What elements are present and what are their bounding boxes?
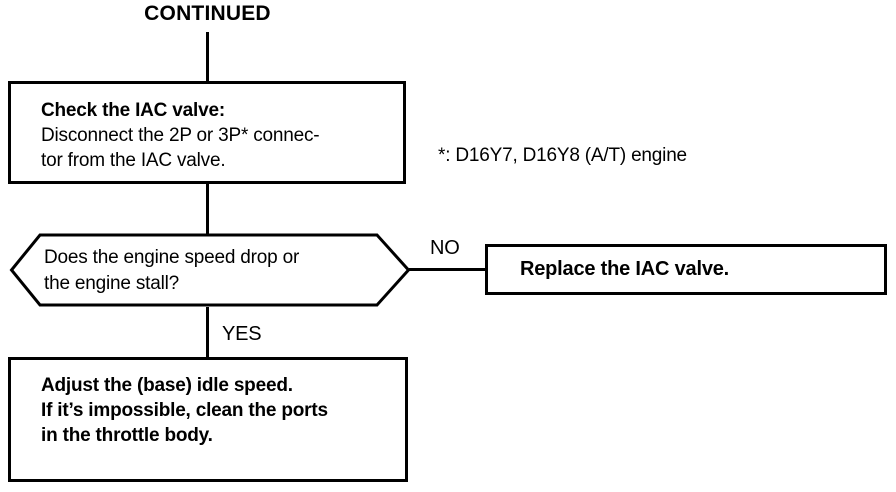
adjust-box: Adjust the (base) idle speed. If it’s im… xyxy=(8,357,408,482)
step1-box: Check the IAC valve: Disconnect the 2P o… xyxy=(8,81,406,184)
decision-question-line1: Does the engine speed drop or xyxy=(44,247,300,268)
continued-label: CONTINUED xyxy=(144,2,271,25)
adjust-box-line3: in the throttle body. xyxy=(41,425,213,446)
yes-branch-label: YES xyxy=(222,323,262,345)
connector-continued-to-step1 xyxy=(206,32,209,82)
decision-question-line2: the engine stall? xyxy=(44,273,179,294)
adjust-box-line2: If it’s impossible, clean the ports xyxy=(41,400,328,421)
step1-body-line1: Disconnect the 2P or 3P* connec- xyxy=(41,125,320,146)
footnote-engine-note: *: D16Y7, D16Y8 (A/T) engine xyxy=(438,145,687,166)
replace-box: Replace the IAC valve. xyxy=(485,244,887,295)
connector-decision-to-replace xyxy=(409,268,486,271)
step1-title: Check the IAC valve: xyxy=(41,100,225,121)
replace-box-label: Replace the IAC valve. xyxy=(520,258,730,280)
connector-step1-to-decision xyxy=(206,183,209,235)
decision-question: Does the engine speed drop or the engine… xyxy=(44,245,299,297)
adjust-box-line1: Adjust the (base) idle speed. xyxy=(41,375,293,396)
decision-hexagon-shape xyxy=(9,233,411,307)
connector-decision-to-adjust xyxy=(206,307,209,358)
step1-body-line2: tor from the IAC valve. xyxy=(41,150,226,171)
no-branch-label: NO xyxy=(430,237,460,259)
